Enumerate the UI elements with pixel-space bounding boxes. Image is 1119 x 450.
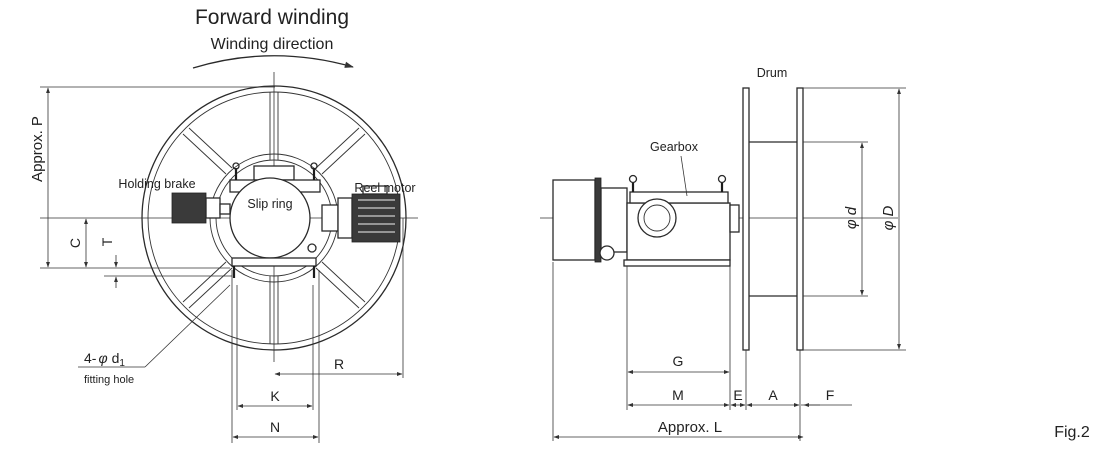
winding-direction-label: Winding direction bbox=[211, 36, 334, 53]
f-label: F bbox=[826, 387, 835, 403]
fitting-hole-sub: 1 bbox=[119, 358, 125, 369]
gearbox-leader bbox=[680, 155, 688, 197]
holding-brake-body bbox=[171, 192, 207, 224]
k-label: K bbox=[270, 388, 280, 404]
drum-flange-left bbox=[742, 87, 750, 351]
side-motor-cylinder bbox=[552, 179, 596, 261]
gearbox-port-inner bbox=[643, 204, 671, 232]
reel-motor-terminal-box bbox=[362, 185, 388, 195]
gearbox-label: Gearbox bbox=[650, 140, 699, 154]
front-view: Forward winding Winding direction bbox=[29, 6, 418, 443]
side-cable-gland bbox=[599, 245, 615, 261]
drum-flange-right bbox=[796, 87, 804, 351]
e-label: E bbox=[733, 387, 742, 403]
eye-bolt-left-ring bbox=[232, 162, 240, 170]
t-label: T bbox=[99, 237, 115, 246]
phi-d-small-label: φ d bbox=[843, 206, 860, 229]
reel-motor-fins bbox=[358, 199, 395, 233]
fitting-hole-leader bbox=[144, 284, 231, 368]
gearbox-top bbox=[629, 191, 729, 204]
reel-motor-flange bbox=[321, 204, 339, 232]
g-label: G bbox=[673, 353, 684, 369]
fitting-hole-count: 4- bbox=[84, 350, 97, 366]
reel-motor-coupling bbox=[337, 197, 353, 239]
n-label: N bbox=[270, 419, 280, 435]
drum-label: Drum bbox=[757, 66, 788, 80]
r-label: R bbox=[334, 356, 344, 372]
gearbox-foot bbox=[623, 259, 731, 267]
winding-direction-arrow bbox=[192, 55, 354, 69]
slip-ring-body bbox=[229, 177, 311, 259]
gearbox-eye-right-ring bbox=[717, 174, 727, 184]
holding-brake-disc bbox=[205, 197, 221, 219]
figure-label: Fig.2 bbox=[1054, 424, 1090, 441]
front-base-frame bbox=[231, 257, 317, 267]
gearbox-eye-left-ring bbox=[628, 174, 638, 184]
holding-brake-label: Holding brake bbox=[118, 177, 195, 191]
m-label: M bbox=[672, 387, 684, 403]
forward-winding-title: Forward winding bbox=[195, 6, 349, 29]
holding-brake-coupling bbox=[219, 203, 231, 215]
reel-motor-label: Reel motor bbox=[354, 181, 415, 195]
approx-l-label: Approx. L bbox=[658, 419, 722, 436]
side-coupling bbox=[600, 187, 628, 253]
drum-spokes bbox=[182, 92, 366, 344]
fitting-hole-d: d bbox=[112, 350, 120, 366]
approx-p-label: Approx. P bbox=[29, 116, 46, 182]
fitting-hole-label: fitting hole bbox=[84, 374, 134, 386]
side-motor-flange bbox=[594, 177, 602, 263]
slip-ring-label: Slip ring bbox=[247, 197, 292, 211]
a-label: A bbox=[768, 387, 778, 403]
phi-d-large-label: φ D bbox=[880, 205, 897, 230]
fitting-hole-phi: φ bbox=[98, 350, 107, 366]
side-view: Gearbox Drum φ d φ D G M E bbox=[540, 66, 906, 441]
reel-motor-body bbox=[351, 193, 401, 243]
slip-ring-gland bbox=[307, 243, 317, 253]
eye-bolt-right-ring bbox=[310, 162, 318, 170]
c-label: C bbox=[67, 238, 83, 248]
gearbox-output-flange bbox=[729, 204, 740, 233]
